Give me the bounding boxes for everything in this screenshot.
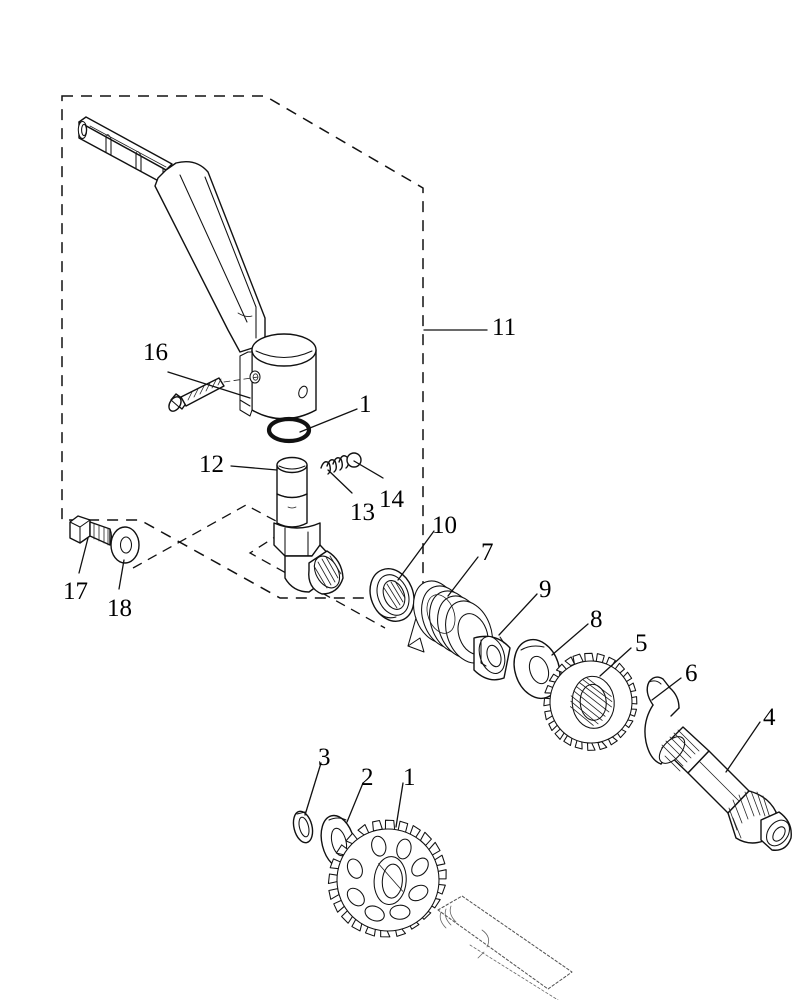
leader-12 (230, 465, 278, 471)
part-17-bolt (69, 515, 113, 546)
callout-label-7: 7 (481, 539, 494, 566)
leader-18 (118, 559, 125, 590)
leader-4 (725, 721, 761, 773)
part-1-idle-gear (327, 819, 447, 938)
spindle-pinion (727, 790, 792, 851)
background-shaft (437, 895, 573, 1000)
leader-7 (447, 556, 479, 597)
leader-1-upper (299, 408, 358, 433)
part-9-ratchet-guide (473, 635, 511, 681)
part-10-oil-seal-ratchet (369, 568, 415, 622)
part-11-kick-lever (77, 116, 317, 420)
callout-label-5: 5 (635, 630, 648, 657)
lever-arm (154, 160, 266, 353)
spindle-splines (658, 726, 710, 774)
callout-label-16: 16 (143, 339, 168, 366)
part-16-screw (168, 376, 259, 412)
callout-label-13: 13 (350, 499, 375, 526)
leader-17 (78, 537, 89, 574)
callout-label-2: 2 (361, 764, 374, 791)
leader-6 (651, 677, 682, 701)
leader-10 (397, 530, 435, 581)
part-3-circlip-small (292, 810, 314, 844)
callout-label-1-lower: 1 (403, 764, 416, 791)
part-12-kick-starter-shaft (273, 456, 344, 595)
callout-label-10: 10 (432, 512, 457, 539)
callout-label-11: 11 (492, 314, 517, 341)
callout-label-1-upper: 1 (359, 391, 372, 418)
leader-3 (304, 762, 322, 816)
shaft-spline-end (308, 550, 344, 595)
callout-label-18: 18 (107, 595, 132, 622)
part-14-steel-ball (346, 452, 362, 468)
leader-5 (599, 647, 632, 677)
part-8-washer (513, 638, 561, 700)
part-4-kick-starter-spindle (658, 726, 792, 851)
leader-13 (327, 469, 353, 494)
callout-label-14: 14 (379, 486, 404, 513)
part-5-kick-starter-pinion-gear (543, 652, 638, 751)
lever-grip (77, 116, 173, 186)
leader-8 (551, 623, 589, 656)
callout-label-8: 8 (590, 606, 603, 633)
callout-label-9: 9 (539, 576, 552, 603)
leader-16 (167, 371, 251, 399)
leader-9 (498, 593, 538, 636)
part-1-o-ring (266, 416, 312, 444)
callout-label-17: 17 (63, 578, 88, 605)
leader-lines (78, 329, 761, 828)
leader-14 (353, 460, 384, 479)
part-13-detent-spring (320, 455, 349, 475)
callout-label-12: 12 (199, 451, 224, 478)
callout-label-6: 6 (685, 660, 698, 687)
callout-label-4: 4 (763, 704, 776, 731)
dashed-subgroup-boundary (132, 504, 386, 629)
part-18-flat-washer (110, 526, 140, 564)
callout-label-3: 3 (318, 744, 331, 771)
leader-2 (346, 782, 364, 823)
lever-hub (239, 333, 317, 420)
part-6-circlip (644, 676, 680, 765)
leader-1-lower (395, 782, 404, 828)
